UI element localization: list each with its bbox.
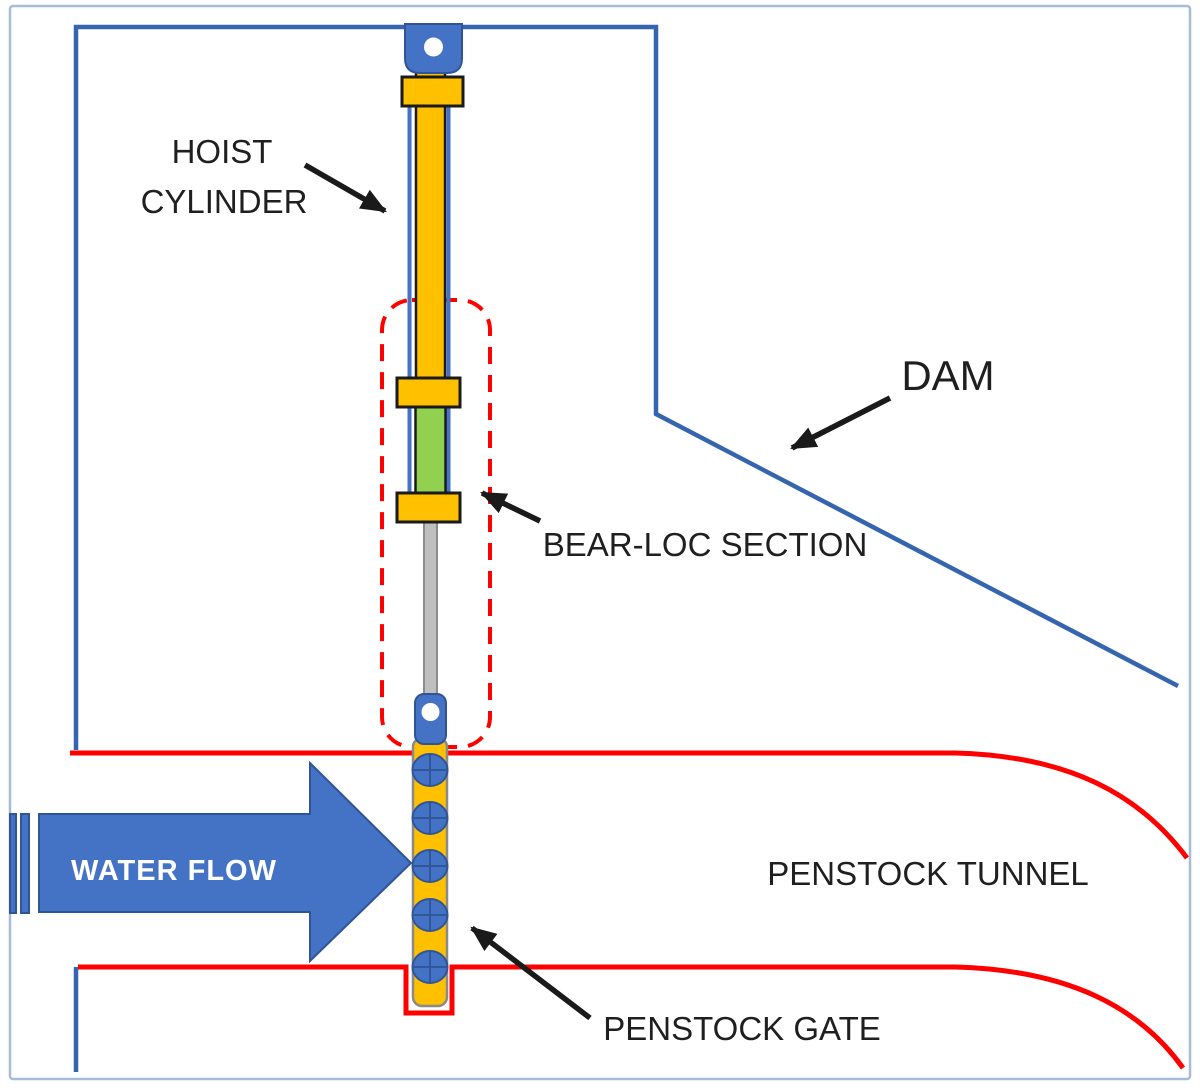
water-flow-label: WATER FLOW [71, 855, 277, 887]
gate-bolt [411, 898, 449, 932]
hoist-cylinder-label-line2: CYLINDER [141, 183, 308, 220]
gate-bolt [411, 950, 449, 984]
gate-bolt [411, 849, 449, 883]
top-clevis-pin-hole [424, 37, 443, 57]
hoist-cylinder-pointer-arrow [303, 162, 387, 214]
dam-structure-outline [73, 24, 1180, 750]
water-flow-arrow-shape [38, 760, 413, 964]
bear-loc-pointer-arrow [480, 490, 542, 524]
penstock-tunnel-bottom-wall [78, 964, 1186, 1070]
gate-bolt [411, 801, 449, 835]
intake-bar [9, 813, 17, 914]
cylinder-top-cap [400, 75, 465, 108]
penstock-tunnel-top-wall [70, 750, 1190, 860]
penstock-tunnel-label: PENSTOCK TUNNEL [767, 855, 1089, 892]
intake-bar [20, 813, 30, 914]
gate-bolt [411, 753, 449, 787]
cylinder-middle-gland [395, 376, 462, 409]
lower-rod [423, 509, 438, 706]
penstock-gate-pointer-arrow [470, 925, 592, 1021]
cylinder-lower-gland [395, 491, 462, 524]
piston-rod [414, 56, 447, 405]
bear-loc-green-section [414, 392, 447, 500]
hoist-cylinder-assembly [395, 23, 465, 706]
rod-end-pin-hole [421, 703, 440, 721]
hoist-cylinder-label-line1: HOIST [172, 133, 273, 170]
dam-label: DAM [901, 352, 994, 399]
water-flow-arrow: WATER FLOW [9, 760, 413, 964]
bear-loc-section-label: BEAR-LOC SECTION [543, 526, 868, 563]
dam-pointer-arrow [790, 395, 892, 451]
penstock-gate-label: PENSTOCK GATE [603, 1010, 881, 1047]
penstock-gate [411, 693, 449, 1008]
page-border [8, 4, 1192, 1081]
bear-loc-dashed-outline [380, 298, 492, 749]
